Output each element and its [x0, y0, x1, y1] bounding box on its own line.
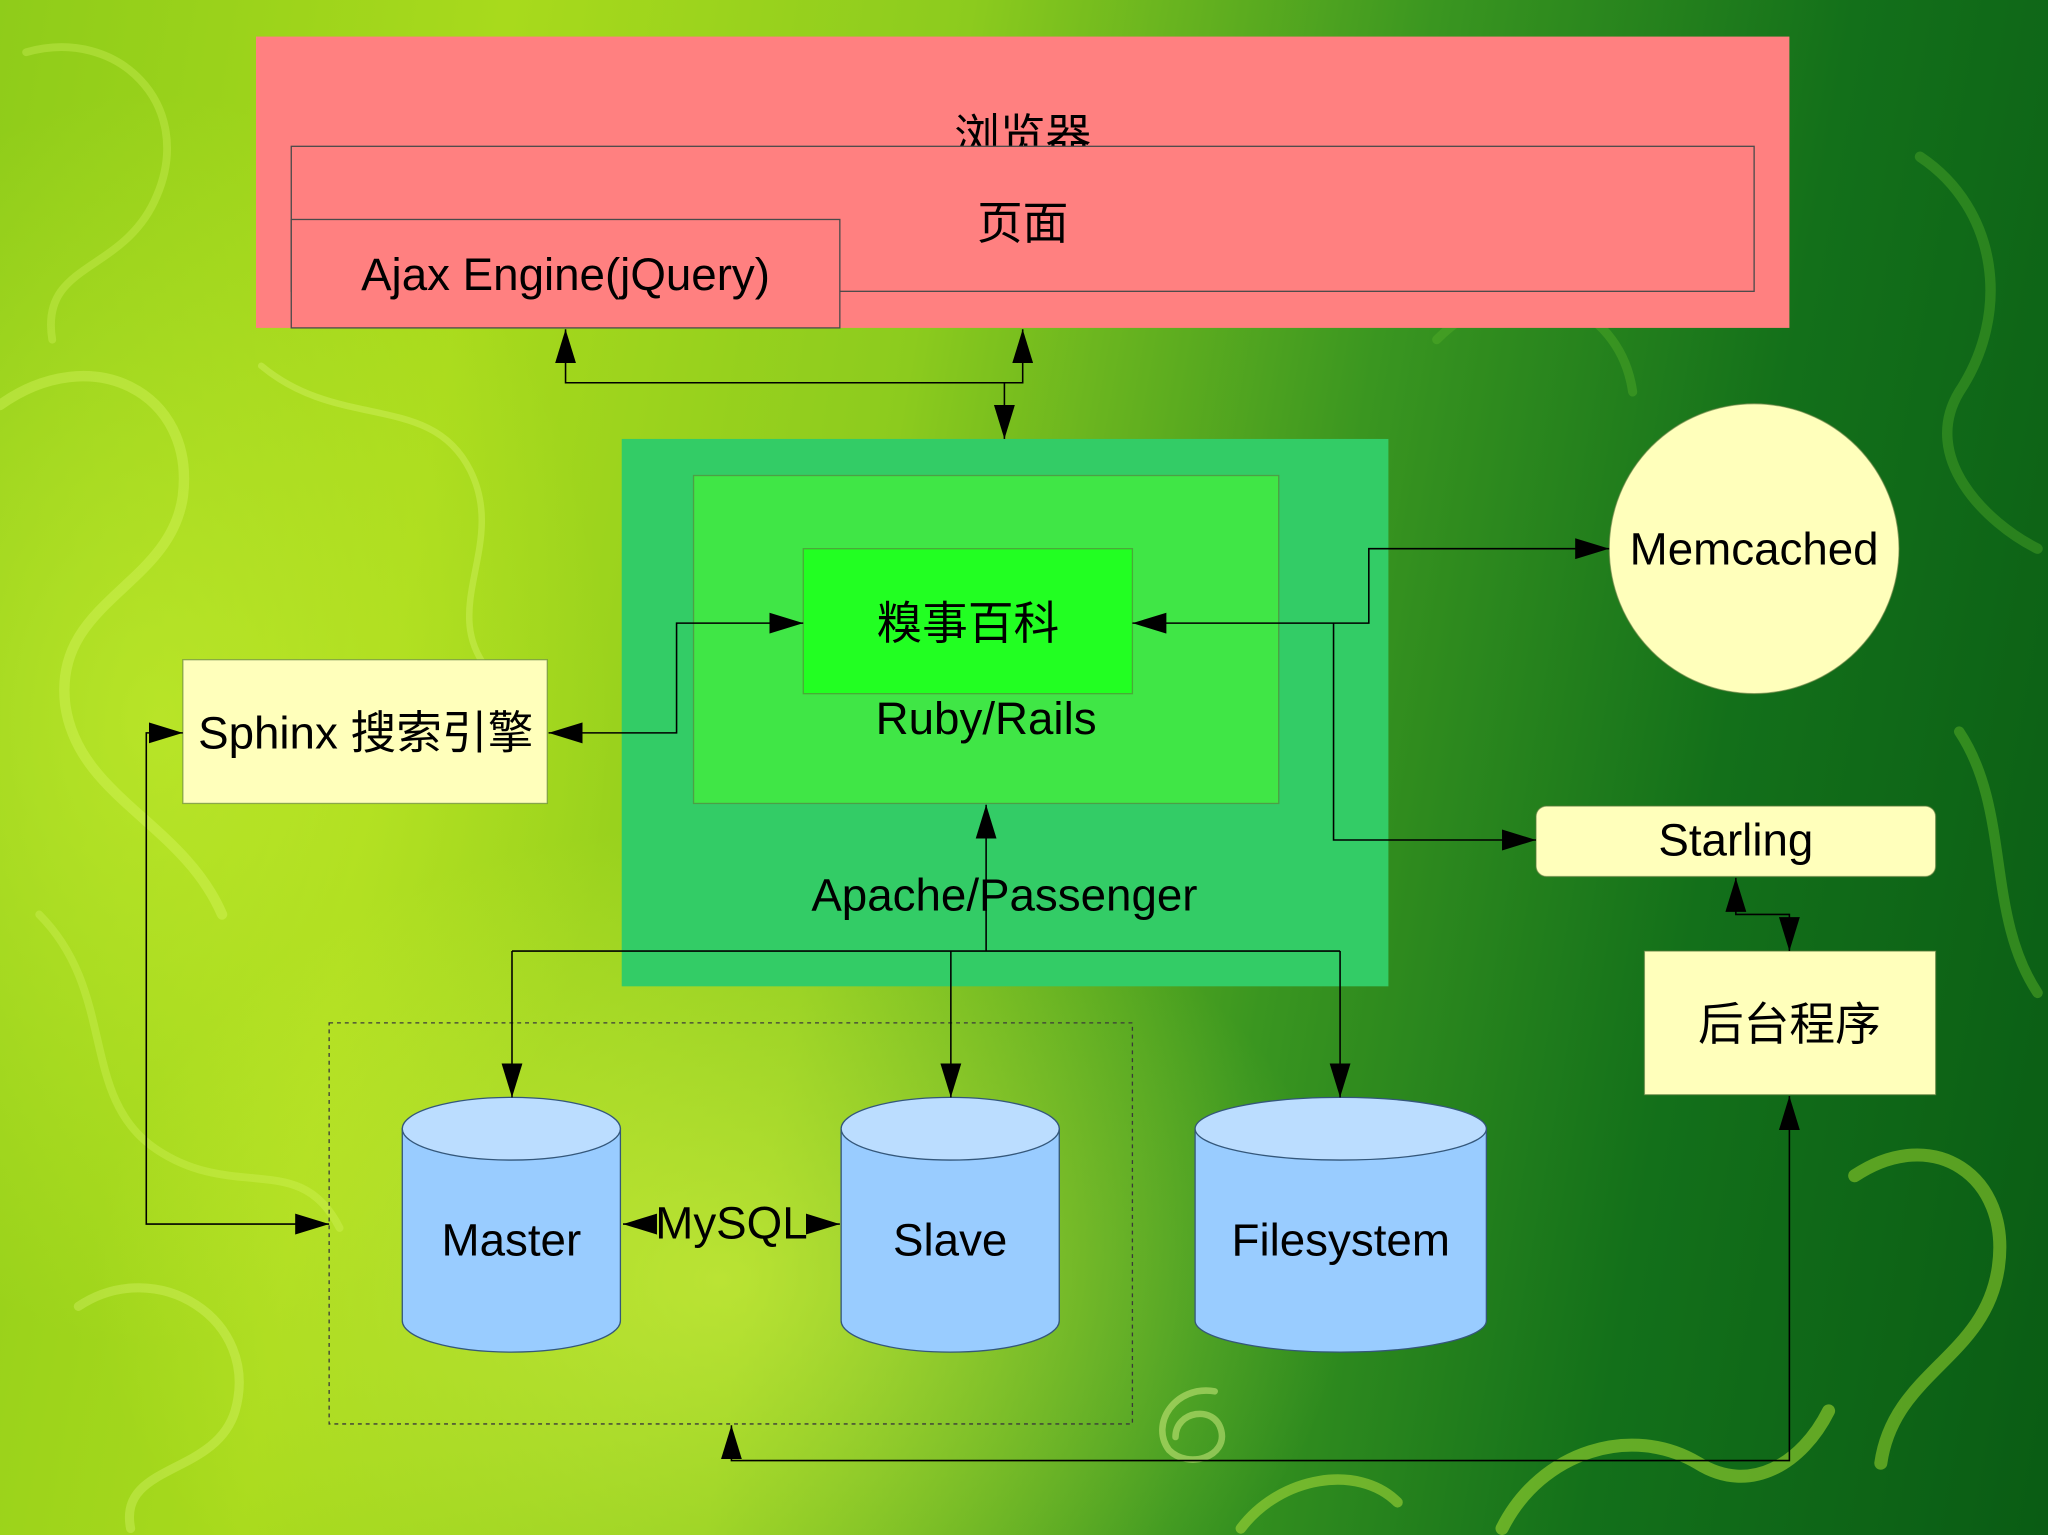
ornament-spiral	[1159, 1387, 1226, 1463]
ornament-swirl	[35, 910, 344, 1232]
starling-box	[1535, 805, 1937, 878]
connector-browser-to-server	[555, 329, 1034, 384]
connector-starling-worker	[1725, 877, 1800, 952]
storage-group: Master Slave MySQL Filesystem	[328, 1022, 1488, 1425]
starling-label: Starling	[1658, 815, 1813, 866]
master-cylinder-top	[401, 1096, 622, 1161]
connectors	[145, 329, 1800, 1462]
ornament-swirl	[73, 1283, 244, 1534]
connector-app-sphinx	[548, 612, 804, 744]
ornament-swirl	[0, 370, 228, 920]
ajax-engine-box	[290, 218, 841, 329]
ornament-swirl	[1495, 1404, 1836, 1535]
connector-app-starling	[1332, 623, 1536, 851]
sphinx-label: Sphinx 搜索引擎	[198, 708, 533, 759]
master-cylinder-body	[401, 1128, 622, 1353]
ajax-engine-label: Ajax Engine(jQuery)	[361, 249, 770, 300]
ornament-swirl	[1953, 726, 2043, 999]
app-box	[802, 548, 1134, 695]
ornament-swirl	[257, 362, 500, 683]
queue-group: Starling	[1535, 805, 1937, 878]
web-server-group: 糗事百科 Ruby/Rails Apache/Passenger	[621, 438, 1389, 987]
slave-cylinder-top	[840, 1096, 1060, 1161]
worker-label: 后台程序	[1698, 999, 1881, 1050]
ornament-swirl	[1235, 1474, 1403, 1534]
connector-app-memcached	[1132, 538, 1610, 634]
connector-sphinx-mysql	[145, 722, 330, 1235]
apache-label: Apache/Passenger	[811, 870, 1197, 921]
worker-box	[1643, 950, 1937, 1096]
memcached-label: Memcached	[1630, 523, 1879, 574]
ornament-swirl	[1848, 1148, 2007, 1470]
master-database: Master	[401, 1096, 622, 1353]
ornament-swirl	[22, 43, 171, 344]
browser-group: 浏览器 页面 Ajax Engine(jQuery)	[256, 36, 1790, 329]
cache-group: Memcached	[1608, 403, 1900, 695]
master-label: Master	[442, 1214, 582, 1265]
ornament-swirl	[1914, 151, 2043, 554]
filesystem-label: Filesystem	[1232, 1214, 1450, 1265]
mysql-label: MySQL	[655, 1197, 807, 1248]
rails-label: Ruby/Rails	[876, 693, 1097, 744]
search-group: Sphinx 搜索引擎	[182, 659, 548, 805]
connector-worker-mysql	[720, 1096, 1800, 1462]
slave-label: Slave	[893, 1214, 1007, 1265]
page-label: 页面	[977, 198, 1068, 249]
slave-database: Slave	[840, 1096, 1060, 1353]
app-label: 糗事百科	[876, 598, 1059, 649]
filesystem-storage: Filesystem	[1194, 1096, 1488, 1353]
filesystem-cylinder-top	[1194, 1096, 1488, 1161]
worker-group: 后台程序	[1643, 950, 1937, 1096]
